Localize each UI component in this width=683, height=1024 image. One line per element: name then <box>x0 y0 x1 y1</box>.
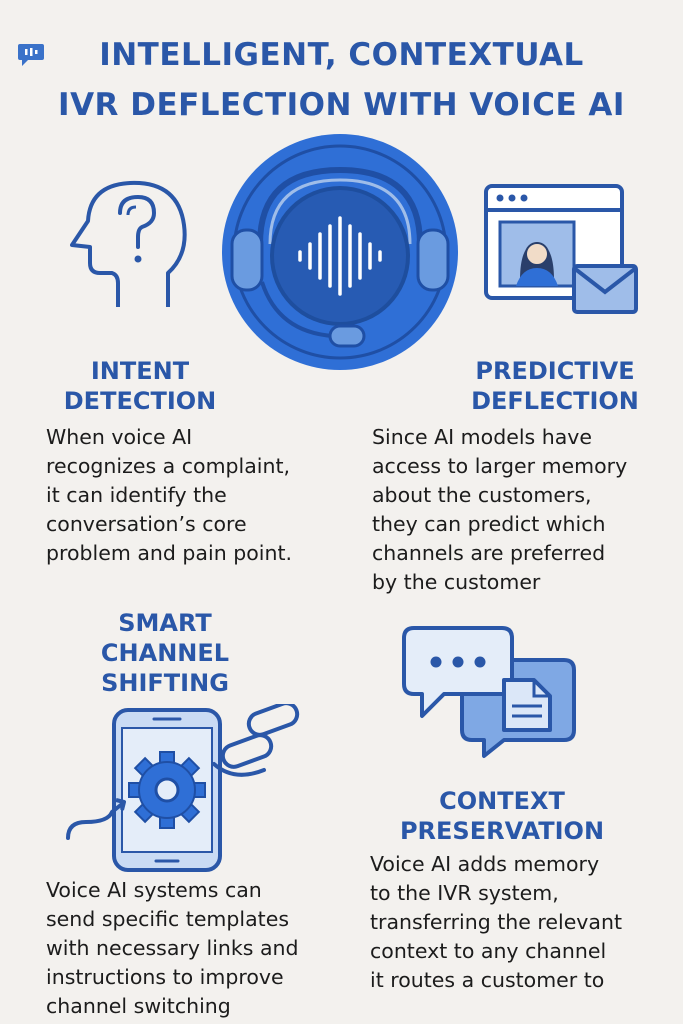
context-preservation-text: Voice AI adds memory to the IVR system, … <box>370 850 622 995</box>
text-line: problem and pain point. <box>46 541 292 565</box>
page-title: INTELLIGENT, CONTEXTUAL IVR DEFLECTION W… <box>0 30 683 130</box>
text-line: channel switching <box>46 994 231 1018</box>
smart-channel-shifting-text: Voice AI systems can send specific templ… <box>46 876 299 1021</box>
text-line: context to any channel <box>370 939 607 963</box>
text-line: Voice AI adds memory <box>370 852 600 876</box>
chat-document-icon <box>400 624 580 759</box>
heading-line: PREDICTIVE <box>475 357 635 385</box>
predictive-deflection-heading: PREDICTIVE DEFLECTION <box>450 356 660 416</box>
text-line: transferring the relevant <box>370 910 623 934</box>
text-line: conversation’s core <box>46 512 247 536</box>
browser-profile-mail-icon <box>482 182 642 317</box>
text-line: Since AI models have <box>372 425 593 449</box>
title-line-1: INTELLIGENT, CONTEXTUAL <box>99 37 584 73</box>
heading-line: CHANNEL <box>100 639 230 667</box>
smart-channel-shifting-heading: SMART CHANNEL SHIFTING <box>70 608 260 698</box>
headset-voice-wave-icon <box>218 132 463 372</box>
chat-bubble-icon <box>16 42 46 68</box>
text-line: access to larger memory <box>372 454 628 478</box>
heading-line: SHIFTING <box>101 669 229 697</box>
text-line: send specific templates <box>46 907 290 931</box>
heading-line: CONTEXT <box>439 787 565 815</box>
text-line: to the IVR system, <box>370 881 559 905</box>
title-line-2: IVR DEFLECTION WITH VOICE AI <box>58 87 625 123</box>
intent-detection-heading: INTENT DETECTION <box>40 356 240 416</box>
text-line: about the customers, <box>372 483 592 507</box>
phone-gear-icon <box>64 704 324 876</box>
text-line: with necessary links and <box>46 936 299 960</box>
text-line: channels are preferred <box>372 541 606 565</box>
text-line: instructions to improve <box>46 965 284 989</box>
predictive-deflection-text: Since AI models have access to larger me… <box>372 423 627 597</box>
heading-line: DEFLECTION <box>471 387 639 415</box>
heading-line: INTENT <box>90 357 190 385</box>
text-line: Voice AI systems can <box>46 878 262 902</box>
text-line: recognizes a complaint, <box>46 454 291 478</box>
text-line: by the customer <box>372 570 541 594</box>
context-preservation-heading: CONTEXT PRESERVATION <box>372 786 632 846</box>
text-line: it can identify the <box>46 483 227 507</box>
heading-line: PRESERVATION <box>399 817 605 845</box>
head-question-icon <box>60 175 200 310</box>
text-line: When voice AI <box>46 425 193 449</box>
heading-line: SMART <box>118 609 212 637</box>
text-line: they can predict which <box>372 512 606 536</box>
heading-line: DETECTION <box>63 387 217 415</box>
intent-detection-text: When voice AI recognizes a complaint, it… <box>46 423 292 568</box>
text-line: it routes a customer to <box>370 968 605 992</box>
